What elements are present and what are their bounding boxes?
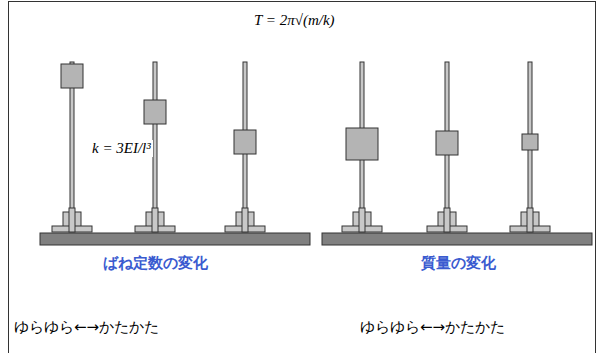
cantilever-post (225, 62, 265, 232)
cantilever-post (510, 62, 550, 232)
formula-text: T = 2π√(m/k) (252, 12, 337, 29)
formula-text: k = 3EI/l³ (90, 140, 153, 157)
cantilever-post (427, 62, 467, 232)
note-text: ゆらゆら←→かたかた (14, 318, 159, 337)
caption-heading: ばね定数の変化 (103, 254, 208, 273)
cantilever-post (342, 62, 382, 232)
frame (9, 2, 596, 353)
note-text: ゆらゆら←→かたかた (360, 318, 505, 337)
ground-plate (40, 233, 310, 245)
ground-plate (322, 233, 592, 245)
caption-heading: 質量の変化 (421, 254, 496, 273)
cantilever-post (52, 62, 92, 232)
